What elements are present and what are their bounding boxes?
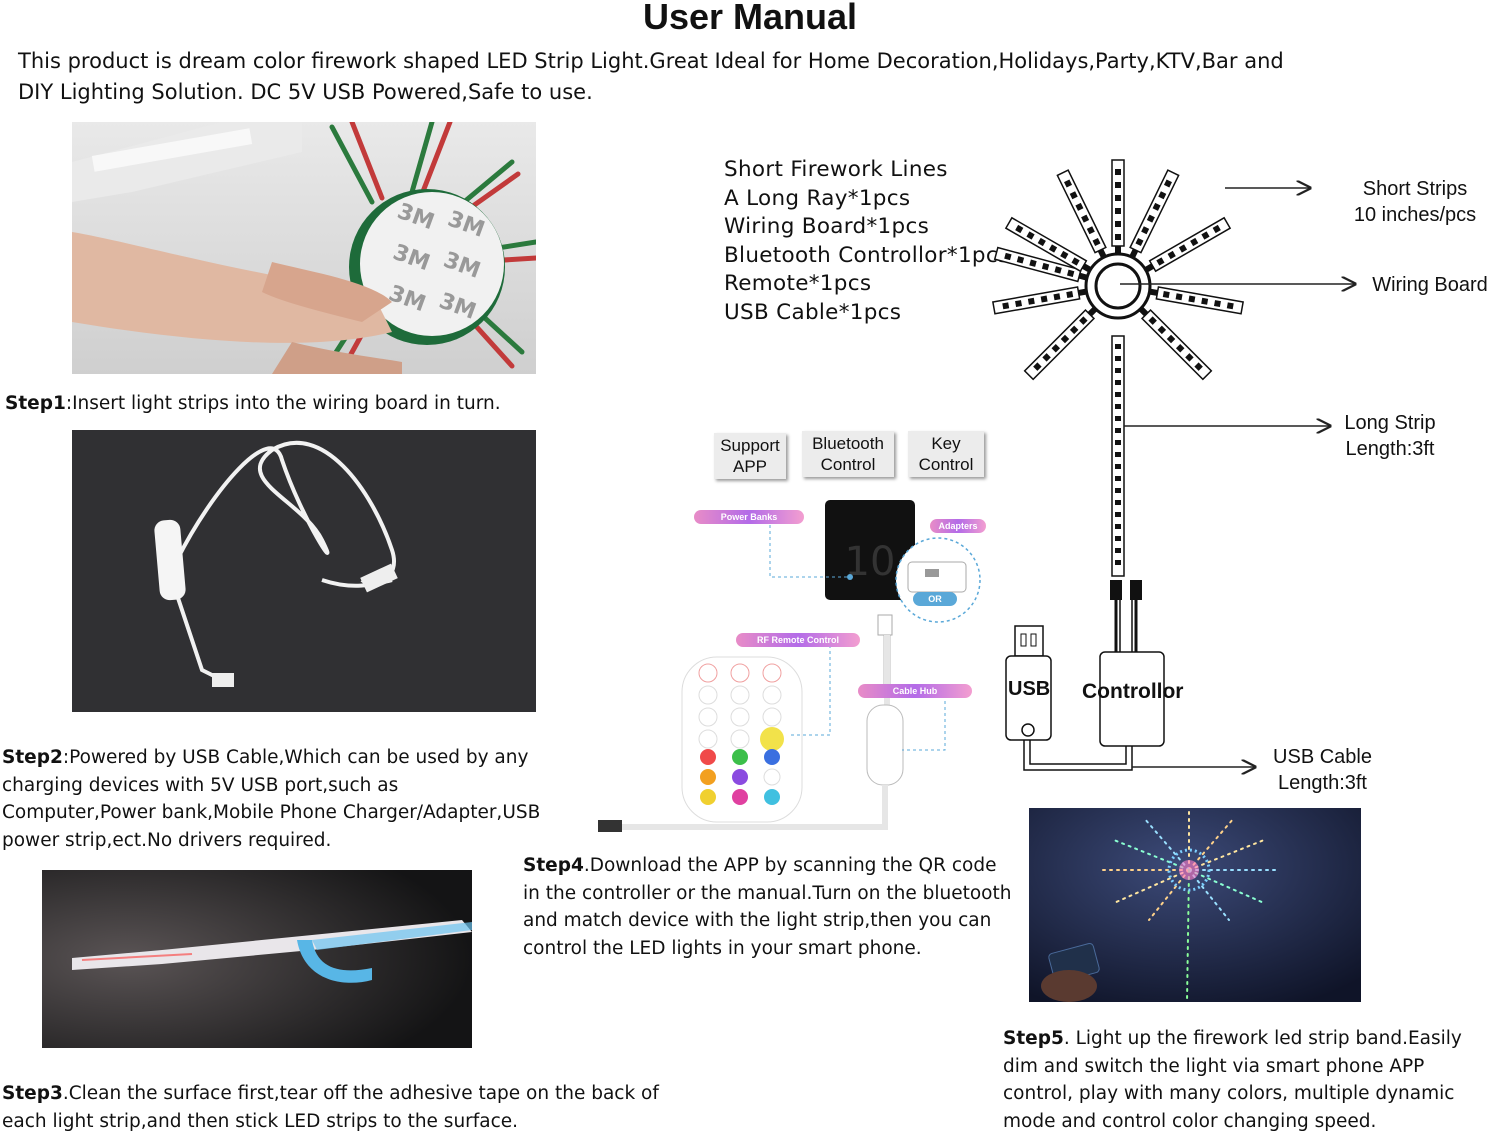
power-banks-tag: Power Banks <box>694 510 804 524</box>
step4-body: .Download the APP by scanning the QR cod… <box>523 855 1012 959</box>
wiring-board-label: Wiring Board <box>1372 274 1488 296</box>
step3-body: .Clean the surface first,tear off the ad… <box>2 1083 659 1132</box>
usb-cable-photo <box>72 430 536 712</box>
step1-body: :Insert light strips into the wiring boa… <box>65 393 501 414</box>
firework-lit-photo <box>1029 808 1361 1002</box>
step1-label: Step1 <box>5 393 66 414</box>
package-item: Wiring Board*1pcs <box>724 214 930 240</box>
intro-line-2: DIY Lighting Solution. DC 5V USB Powered… <box>18 80 593 104</box>
long-strip-label: Long Strip Length:3ft <box>1344 412 1436 460</box>
controllor-label: Controllor <box>1082 680 1184 703</box>
step4-text: Step4.Download the APP by scanning the Q… <box>523 852 1013 962</box>
package-item: USB Cable*1pcs <box>724 299 902 325</box>
package-item: A Long Ray*1pcs <box>724 185 911 211</box>
step2-body: :Powered by USB Cable,Which can be used … <box>2 747 541 851</box>
usb-cable-label: USB Cable Length:3ft <box>1273 746 1372 794</box>
page-title: User Manual <box>642 0 858 37</box>
package-item: Bluetooth Controllor*1pcs <box>724 242 1010 268</box>
step3-label: Step3 <box>2 1083 63 1104</box>
short-strips-label: Short Strips 10 inches/pcs <box>1353 178 1477 226</box>
rf-remote-tag: RF Remote Control <box>736 633 860 647</box>
step5-text: Step5. Light up the firework led strip b… <box>1003 1025 1473 1135</box>
step5-label: Step5 <box>1003 1028 1064 1049</box>
step2-text: Step2:Powered by USB Cable,Which can be … <box>2 744 547 854</box>
or-tag: OR <box>913 592 957 606</box>
connection-diagram: 10 <box>598 500 981 832</box>
step3-text: Step3.Clean the surface first,tear off t… <box>2 1080 662 1135</box>
intro-text: This product is dream color firework sha… <box>18 46 1318 108</box>
step4-label: Step4 <box>523 855 584 876</box>
svg-text:10: 10 <box>845 539 896 585</box>
adhesive-strip-photo <box>42 870 472 1048</box>
adapters-tag: Adapters <box>930 519 986 533</box>
usb-label: USB <box>1008 678 1051 700</box>
step1-text: Step1:Insert light strips into the wirin… <box>5 390 565 418</box>
step5-body: . Light up the firework led strip band.E… <box>1003 1028 1462 1132</box>
firework-diagram <box>992 159 1500 790</box>
intro-line-1: This product is dream color firework sha… <box>18 49 1284 73</box>
step2-label: Step2 <box>2 747 63 768</box>
cable-hub-tag: Cable Hub <box>858 684 972 698</box>
package-item: Short Firework Lines <box>724 157 948 182</box>
package-item: Remote*1pcs <box>724 271 872 297</box>
package-list: Short Firework Lines A Long Ray*1pcs Wir… <box>724 156 1024 328</box>
